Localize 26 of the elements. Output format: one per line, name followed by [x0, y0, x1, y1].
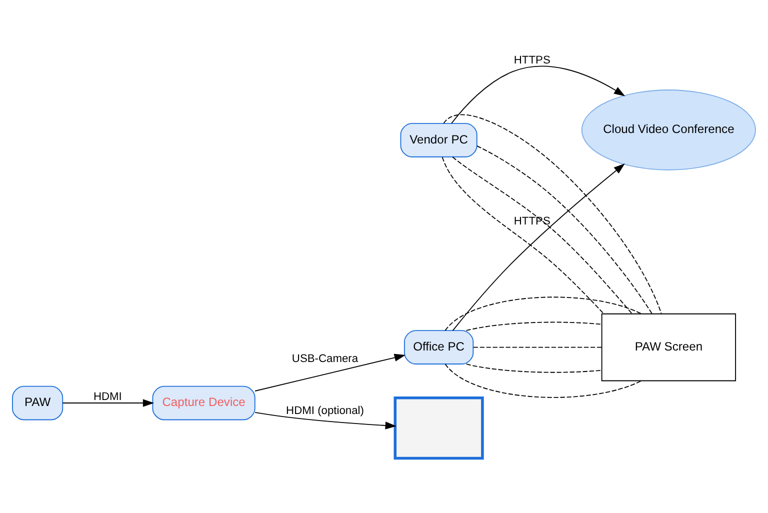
connector	[466, 364, 602, 373]
node-box: Vendor PC	[400, 122, 478, 158]
edge-label: HDMI	[93, 390, 122, 403]
edge-label: USB-Camera	[292, 352, 358, 365]
edge-label: HTTPS	[514, 54, 550, 67]
arrow	[452, 163, 625, 332]
connector	[444, 296, 642, 332]
edge-label: HDMI (optional)	[286, 404, 364, 417]
connector	[442, 156, 604, 314]
connector	[466, 322, 602, 331]
edge-label: HTTPS	[514, 215, 550, 228]
connector	[443, 114, 662, 314]
arrow	[254, 412, 396, 430]
connector	[444, 364, 642, 398]
node-ellipse: Cloud Video Conference	[581, 90, 756, 170]
node-box: PAW	[12, 386, 64, 420]
connector	[452, 156, 632, 314]
arrow	[451, 66, 626, 124]
node-box: PAW Screen	[601, 313, 736, 382]
node-box: Capture Device	[152, 386, 256, 420]
arrow	[62, 399, 154, 407]
connector	[472, 346, 602, 348]
node-box: Office PC	[404, 330, 474, 364]
node-box	[394, 396, 484, 460]
connector	[476, 145, 652, 314]
arrow	[254, 354, 406, 392]
